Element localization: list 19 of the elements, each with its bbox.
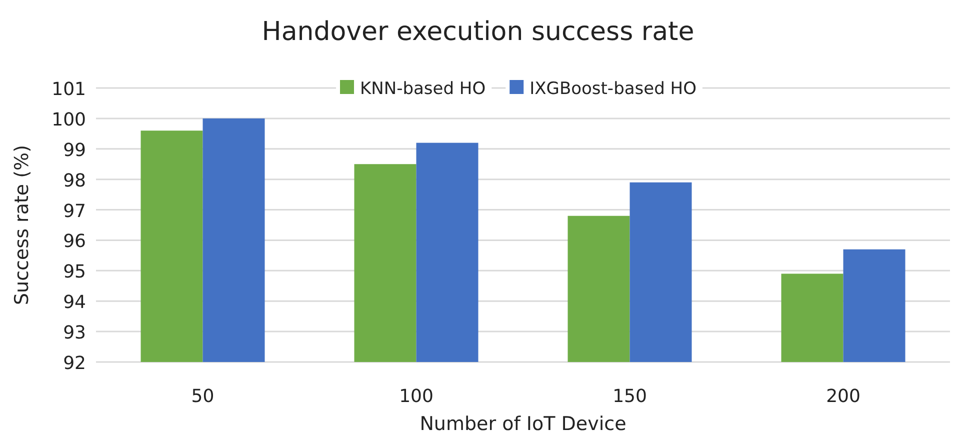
- x-tick-label: 150: [612, 386, 647, 407]
- y-tick-label: 100: [52, 109, 86, 130]
- x-tick-label: 200: [826, 386, 860, 407]
- y-tick-label: 94: [63, 292, 86, 314]
- y-tick-label: 101: [52, 79, 86, 100]
- chart-title: Handover execution success rate: [262, 17, 694, 47]
- y-tick-label: 99: [63, 140, 86, 161]
- x-tick-label: 50: [191, 386, 214, 407]
- y-axis-title: Success rate (%): [11, 144, 33, 306]
- y-tick-label: 98: [63, 170, 86, 192]
- y-tick-label: 95: [63, 262, 86, 283]
- y-tick-label: 97: [63, 200, 86, 222]
- y-tick-label: 93: [63, 322, 86, 344]
- x-tick-label: 100: [399, 386, 434, 407]
- y-tick-label: 96: [63, 231, 86, 252]
- y-tick-label: 92: [63, 353, 86, 374]
- legend-label: KNN-based HO: [360, 79, 486, 99]
- legend-label: IXGBoost-based HO: [530, 79, 696, 99]
- x-axis-title: Number of IoT Device: [420, 413, 626, 433]
